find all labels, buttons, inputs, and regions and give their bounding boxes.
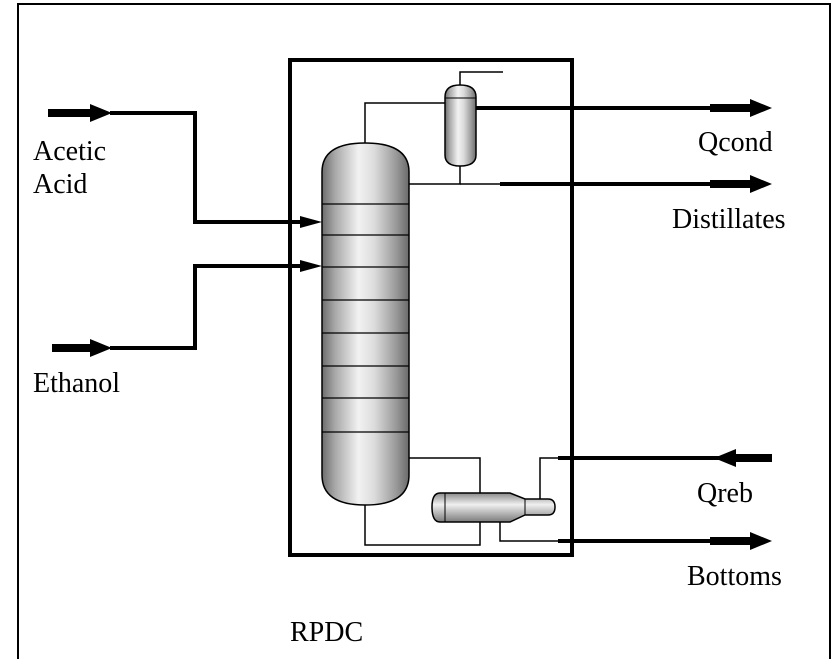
- bottoms-draw-line: [499, 522, 560, 542]
- label-qreb: Qreb: [697, 478, 753, 509]
- qcond-stream: [476, 99, 772, 117]
- rpdc-boundary-box: [288, 58, 574, 557]
- acetic-acid-feed-stream: [48, 104, 322, 228]
- qreb-stream: [558, 449, 772, 467]
- vapor-return-line: [409, 457, 481, 493]
- distillates-stream: [500, 175, 772, 193]
- qreb-connection-line: [539, 457, 560, 499]
- condenser-vessel: [444, 84, 477, 167]
- distillation-column: [321, 142, 410, 506]
- label-bottoms: Bottoms: [687, 561, 782, 592]
- label-acid: Acid: [33, 169, 87, 200]
- bottoms-stream: [558, 532, 772, 550]
- overhead-vapor-line: [364, 102, 445, 143]
- bottoms-liquid-line: [364, 505, 481, 546]
- label-qcond: Qcond: [698, 127, 773, 158]
- label-distillates: Distillates: [672, 204, 786, 235]
- ethanol-feed-stream: [52, 260, 322, 357]
- label-acetic: Acetic: [33, 136, 106, 167]
- reflux-line: [409, 166, 461, 185]
- label-rpdc: RPDC: [290, 617, 363, 648]
- column-trays: [322, 203, 409, 433]
- label-ethanol: Ethanol: [33, 368, 120, 399]
- condenser-vent-line: [459, 71, 503, 85]
- outer-frame: [17, 3, 831, 664]
- reboiler-vessel: [431, 492, 556, 523]
